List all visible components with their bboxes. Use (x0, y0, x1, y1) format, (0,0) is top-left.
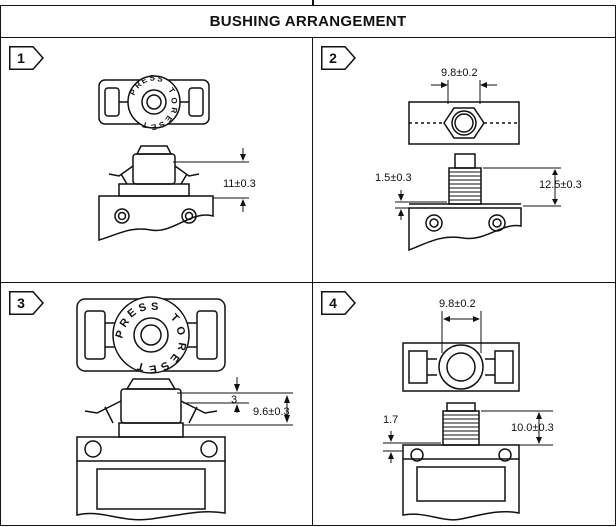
panel-3: 3 P R E S S T O R E (0, 282, 314, 526)
page-title: BUSHING ARRANGEMENT (209, 13, 407, 30)
dim-shoulder: 1.5±0.3 (375, 172, 412, 184)
panel-2-tag: 2 (321, 46, 357, 70)
panel-4: 4 9.8±0.2 (312, 282, 616, 526)
dim-shoulder: 1.7 (383, 414, 398, 426)
reset-letter: T (136, 359, 146, 372)
panel-2: 2 9.8±0.2 (312, 37, 616, 283)
reset-letter: R (169, 107, 179, 114)
panel-3-drawing: P R E S S T O R E S E T (76, 296, 293, 521)
panel-1-number: 1 (17, 50, 25, 66)
reset-letter: P (114, 329, 128, 340)
reset-letter: S (157, 119, 167, 130)
title-bar: BUSHING ARRANGEMENT (0, 6, 616, 38)
reset-letter: S (151, 301, 158, 313)
dim-bushing-length: 12.5±0.3 (539, 179, 582, 191)
dim-height: 11±0.3 (223, 178, 256, 190)
tag-frame-icon (321, 291, 357, 315)
panel-1: 1 P R E S S T O R (0, 37, 314, 283)
panel-3-tag: 3 (9, 291, 45, 315)
panel-2-drawing: 9.8±0.2 (375, 67, 582, 252)
panel-3-number: 3 (17, 295, 25, 311)
reset-letter: T (141, 120, 148, 130)
dim-hex-width: 9.8±0.2 (441, 67, 478, 79)
reset-letter: S (157, 74, 164, 84)
reset-letter: P (128, 87, 139, 97)
panel-1-tag: 1 (9, 46, 45, 70)
panel-2-number: 2 (329, 50, 337, 66)
panel-4-drawing: 9.8±0.2 (383, 298, 554, 521)
dim-cap-gap: 3 (231, 394, 237, 406)
tag-frame-icon (321, 46, 357, 70)
reset-letter: E (150, 122, 157, 132)
dim-bushing-length: 10.0±0.3 (511, 422, 554, 434)
dim-hex-width: 9.8±0.2 (439, 298, 476, 310)
reset-letter: S (137, 301, 148, 315)
press-to-reset-label-1: P R E S S T O R E S E T (128, 73, 179, 132)
reset-letter: O (169, 97, 179, 105)
panel-4-number: 4 (329, 295, 337, 311)
panel-1-drawing: P R E S S T O R E S E T (98, 73, 256, 242)
top-border-strip (0, 0, 616, 6)
reset-letter: R (133, 80, 144, 91)
tag-frame-icon (9, 291, 45, 315)
reset-letter: T (166, 86, 176, 95)
reset-letter: R (175, 341, 188, 351)
reset-letter: E (148, 362, 157, 375)
panel-4-tag: 4 (321, 291, 357, 315)
dim-cap-height: 9.6±0.3 (253, 406, 290, 418)
tag-frame-icon (9, 46, 45, 70)
reset-letter: S (149, 73, 156, 83)
reset-letter: E (163, 114, 174, 124)
reset-letter: E (140, 75, 150, 86)
